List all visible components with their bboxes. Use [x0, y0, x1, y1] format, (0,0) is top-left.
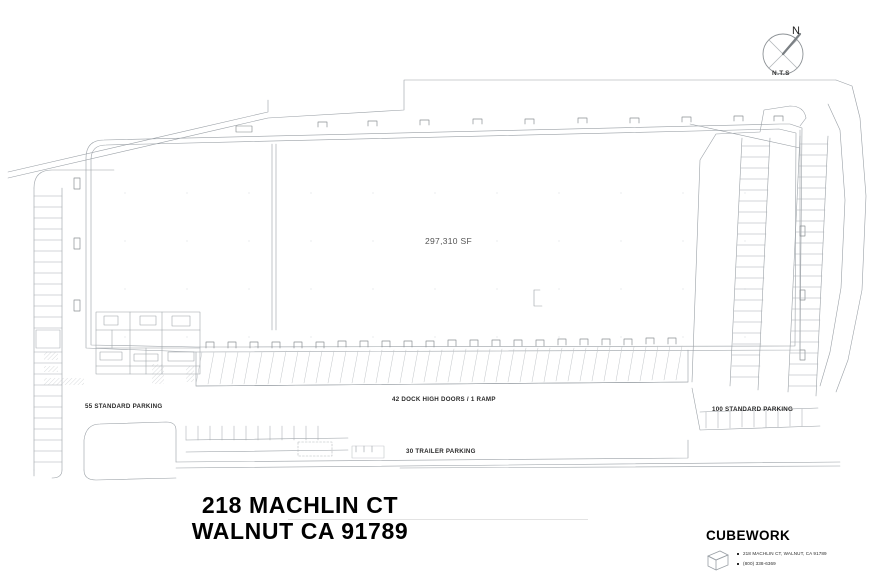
brand-block: CUBEWORK 218 MACHLIN CT, WALNUT, CA 9178…: [706, 528, 882, 573]
brand-contact-phone: (800) 338-6369: [737, 559, 827, 569]
brand-contact-list: 218 MACHLIN CT, WALNUT, CA 91789 (800) 3…: [737, 548, 827, 569]
brand-body: 218 MACHLIN CT, WALNUT, CA 91789 (800) 3…: [706, 548, 882, 573]
brand-name: CUBEWORK: [706, 528, 791, 543]
brand-contact-address: 218 MACHLIN CT, WALNUT, CA 91789: [737, 549, 827, 559]
title-divider: [288, 519, 588, 520]
page-title-line2: WALNUT CA 91789: [191, 518, 409, 544]
page-title-line1: 218 MACHLIN CT: [201, 492, 399, 518]
north-arrow-icon: [762, 32, 804, 75]
cube-icon: [707, 550, 729, 571]
title-block: 218 MACHLIN CT WALNUT CA 91789: [0, 492, 600, 544]
